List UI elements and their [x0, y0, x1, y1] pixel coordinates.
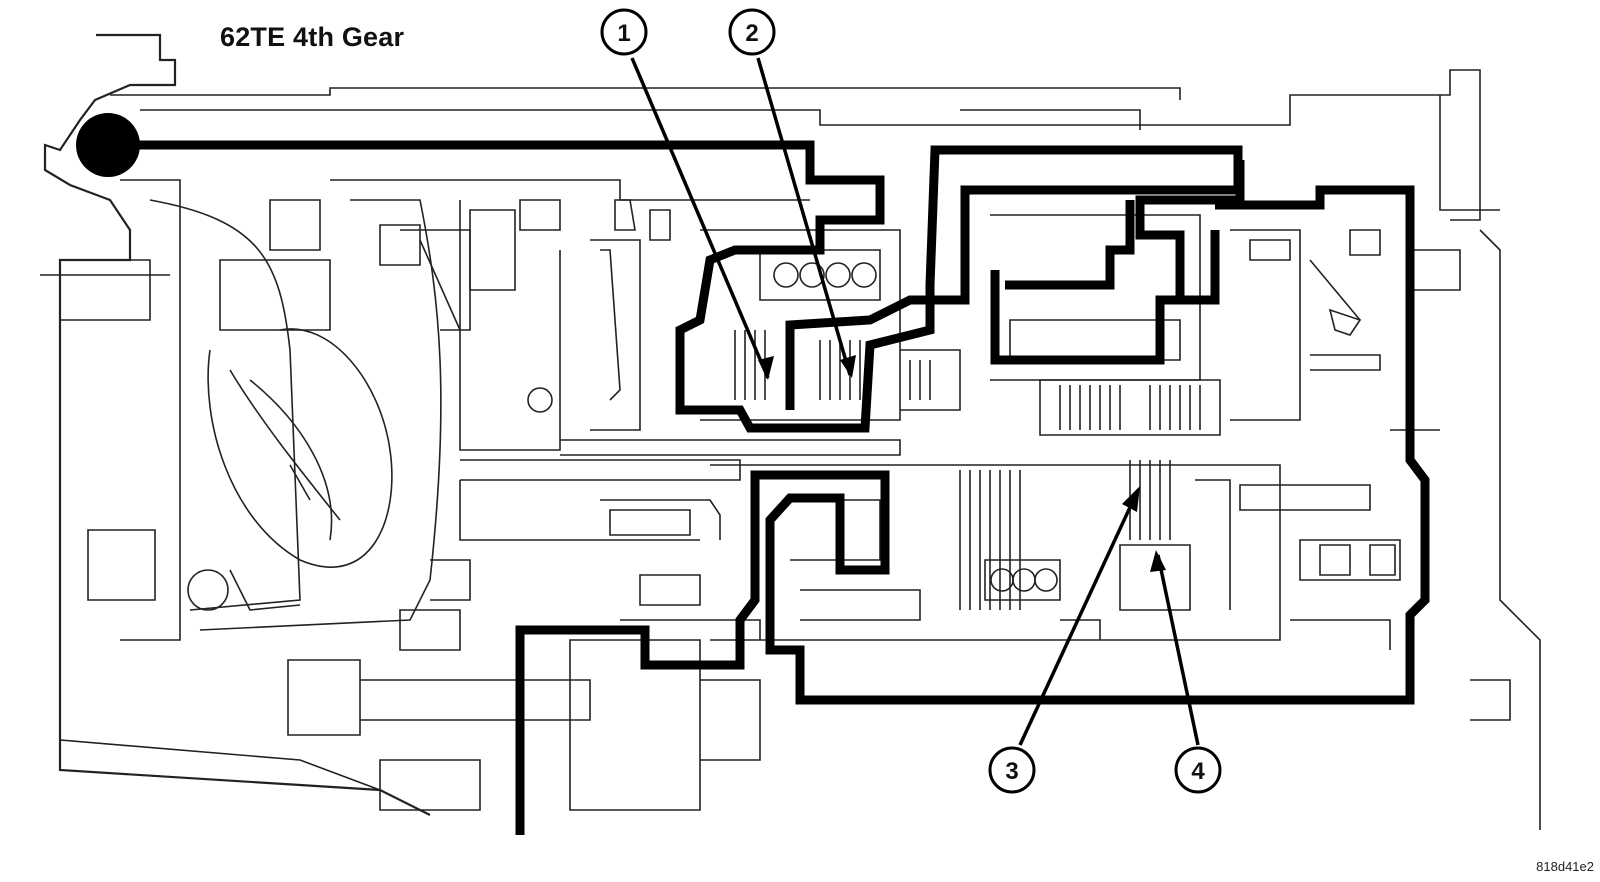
- callout-1: 1: [600, 8, 648, 56]
- leader-1: [630, 57, 770, 379]
- leader-2: [756, 57, 852, 376]
- leader-3: [1018, 489, 1140, 746]
- diagram-title: 62TE 4th Gear: [220, 22, 405, 52]
- callout-2: 2: [728, 8, 776, 56]
- torque-converter: [120, 179, 471, 641]
- upper-clutch-assembly: [700, 109, 1461, 436]
- callout-2-label: 2: [745, 20, 758, 47]
- fluid-path: [76, 113, 1430, 835]
- leader-2-arrow: [840, 355, 856, 378]
- leader-3-arrow: [1122, 486, 1140, 512]
- callout-4-label: 4: [1191, 758, 1205, 785]
- callout-3: 3: [988, 746, 1036, 794]
- callout-1-label: 1: [617, 20, 630, 47]
- figure-code: 818d41e2: [1536, 859, 1594, 874]
- case-outline: [40, 33, 1541, 830]
- main-housing: [330, 179, 901, 651]
- leader-4-arrow: [1150, 550, 1166, 572]
- leader-4: [1156, 554, 1200, 746]
- leader-1-arrow: [758, 356, 774, 380]
- callout-3-label: 3: [1005, 758, 1018, 785]
- callout-4: 4: [1174, 746, 1222, 794]
- callout-leaders: [630, 57, 1200, 746]
